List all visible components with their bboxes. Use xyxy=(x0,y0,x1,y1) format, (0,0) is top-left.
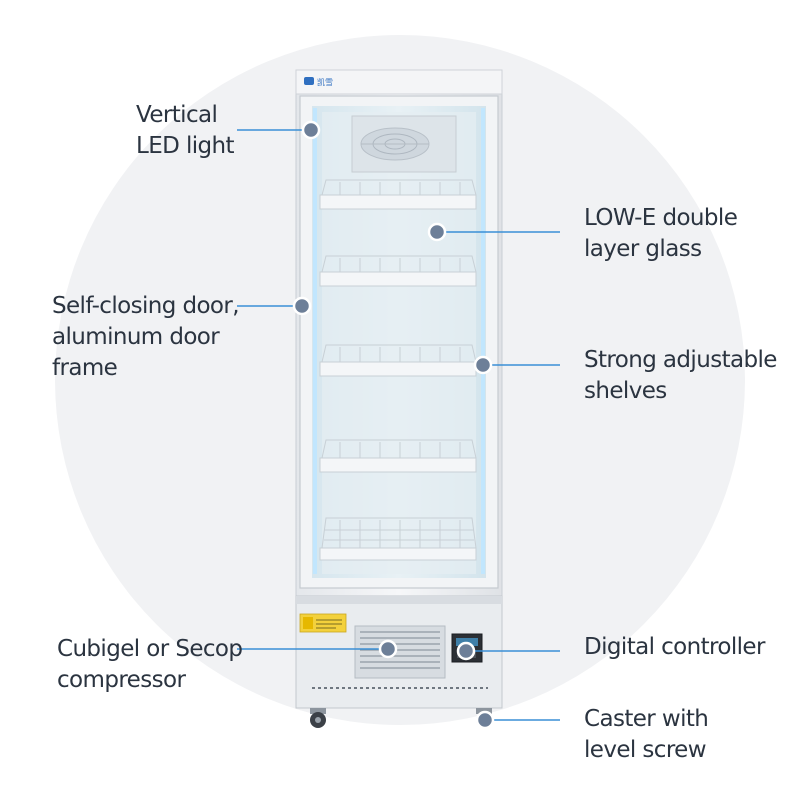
callout-dot-caster xyxy=(475,710,495,730)
callout-dot-led xyxy=(301,120,321,140)
callout-dot-shelves xyxy=(473,355,493,375)
label-adjustable-shelves: Strong adjustable shelves xyxy=(584,347,777,404)
callout-dots xyxy=(292,120,495,730)
label-low-e-glass: LOW-E double layer glass xyxy=(584,205,738,262)
callout-lines xyxy=(237,129,560,721)
cabinet-header xyxy=(295,69,503,95)
shelf-4 xyxy=(319,439,477,473)
shelf-5 xyxy=(319,517,477,561)
fan-unit xyxy=(351,115,457,173)
label-caster: Caster with level screw xyxy=(584,706,709,763)
brand-logo: 凯雪 xyxy=(304,77,333,87)
led-strip-left xyxy=(313,108,317,574)
callout-dot-compressor xyxy=(378,639,398,659)
vent-grille xyxy=(354,625,446,679)
callout-dot-door xyxy=(292,296,312,316)
shelf-1 xyxy=(319,179,477,210)
led-strip-right xyxy=(481,108,485,574)
shelf-2 xyxy=(319,255,477,287)
label-vertical-led-light: Vertical LED light xyxy=(136,102,235,159)
callout-dot-glass xyxy=(427,222,447,242)
label-compressor: Cubigel or Secop compressor xyxy=(57,636,243,693)
label-self-closing-door: Self-closing door, aluminum door frame xyxy=(52,293,240,381)
label-digital-controller: Digital controller xyxy=(584,634,765,660)
caster-left xyxy=(310,708,326,728)
warning-sticker xyxy=(299,613,347,633)
callout-dot-controller xyxy=(456,641,476,661)
svg-text:凯雪: 凯雪 xyxy=(317,77,333,87)
